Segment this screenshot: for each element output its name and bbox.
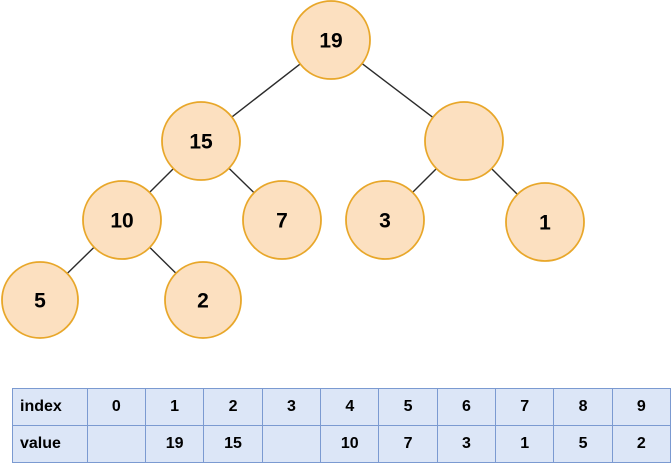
table-cell-index-9: 9 [611, 388, 671, 426]
tree-node-circle[interactable] [82, 180, 162, 260]
tree-node-15[interactable]: 15 [161, 101, 241, 181]
tree-node-3[interactable]: 3 [345, 180, 425, 260]
tree-node-1[interactable]: 1 [505, 182, 585, 262]
tree-edges-group [66, 63, 518, 274]
tree-node-circle[interactable] [505, 182, 585, 262]
row-label-value: value [12, 425, 88, 463]
tree-node-7[interactable]: 7 [242, 180, 322, 260]
tree-node-circle[interactable] [164, 261, 242, 339]
table-cell-index-8: 8 [553, 388, 613, 426]
tree-edge-n4-n8 [66, 246, 95, 274]
tree-edge-n3-n7 [491, 168, 518, 195]
tree-edge-n2-n5 [228, 167, 255, 194]
tree-node-empty[interactable] [424, 101, 504, 181]
table-cell-value-7: 1 [495, 425, 555, 463]
tree-node-circle[interactable] [242, 180, 322, 260]
tree-node-circle[interactable] [345, 180, 425, 260]
tree-node-10[interactable]: 10 [82, 180, 162, 260]
table-cell-index-6: 6 [436, 388, 497, 426]
tree-edge-n1-n2 [231, 63, 301, 118]
table-cell-index-0: 0 [86, 388, 146, 426]
tree-node-2[interactable]: 2 [164, 261, 242, 339]
table-cell-value-1: 19 [144, 425, 205, 463]
tree-node-19[interactable]: 19 [291, 0, 371, 80]
row-label-index: index [12, 388, 88, 426]
tree-edge-n1-n3 [361, 63, 434, 118]
table-cell-index-5: 5 [378, 388, 438, 426]
table-cell-value-8: 5 [553, 425, 613, 463]
table-cell-value-3 [261, 425, 322, 463]
tree-node-circle[interactable] [1, 261, 79, 339]
tree-node-5[interactable]: 5 [1, 261, 79, 339]
table-cell-value-6: 3 [436, 425, 497, 463]
table-cell-index-4: 4 [320, 388, 380, 426]
table-cell-value-2: 15 [203, 425, 263, 463]
table-cell-index-7: 7 [495, 388, 555, 426]
table-cell-value-9: 2 [611, 425, 671, 463]
tree-edge-n2-n4 [149, 168, 174, 193]
table-cell-index-1: 1 [144, 388, 205, 426]
table-cell-value-4: 10 [320, 425, 380, 463]
table-cell-index-3: 3 [261, 388, 322, 426]
table-cell-index-2: 2 [203, 388, 263, 426]
table-cell-value-5: 7 [378, 425, 438, 463]
tree-node-circle[interactable] [424, 101, 504, 181]
tree-node-circle[interactable] [291, 0, 371, 80]
tree-edge-n4-n9 [149, 246, 177, 274]
table-cell-value-0 [86, 425, 146, 463]
tree-edge-n3-n6 [412, 168, 437, 193]
tree-node-circle[interactable] [161, 101, 241, 181]
